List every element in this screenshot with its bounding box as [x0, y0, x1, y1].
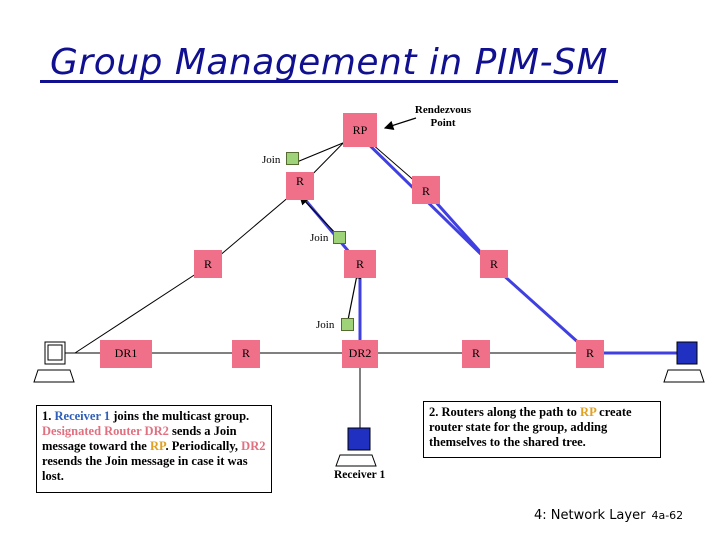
join-box-top — [286, 152, 299, 165]
host-left-computer — [33, 341, 75, 383]
router-upper-right: R — [412, 176, 440, 204]
host-receiver-computer — [335, 427, 377, 467]
footer: 4: Network Layer 4a-62 — [534, 508, 683, 523]
dr2-node: DR2 — [342, 340, 378, 368]
title-underline — [40, 80, 618, 83]
router-mid-left: R — [194, 250, 222, 278]
dr1-node: DR1 — [100, 340, 152, 368]
note-step-2: 2. Routers along the path to RP create r… — [423, 401, 661, 458]
rp-node: RP — [343, 113, 377, 147]
router-upper-left: R — [286, 172, 314, 200]
router-lower-right: R — [462, 340, 490, 368]
note-step-1: 1. Receiver 1 joins the multicast group.… — [36, 405, 272, 493]
join-label-top: Join — [262, 154, 281, 166]
router-far-right: R — [576, 340, 604, 368]
shared-tree-right — [354, 130, 680, 355]
host-right-computer — [663, 341, 705, 383]
join-box-low — [341, 318, 354, 331]
receiver-label: Receiver 1 — [334, 469, 386, 481]
join-box-mid — [333, 231, 346, 244]
link-dr1-mid-r — [74, 267, 206, 354]
footer-chapter: 4: Network Layer — [534, 508, 646, 523]
join-label-low: Join — [316, 319, 335, 331]
slide-title: Group Management in PIM-SM — [50, 42, 608, 83]
rp-note-arrow — [383, 117, 417, 130]
rendezvous-point-label: Rendezvous Point — [414, 104, 472, 129]
join-label-mid: Join — [310, 232, 329, 244]
router-mid-center: R — [344, 250, 376, 278]
join-arrow-low — [347, 268, 362, 321]
router-lower-left: R — [232, 340, 260, 368]
router-mid-right: R — [480, 250, 508, 278]
footer-page: 4a-62 — [651, 509, 684, 522]
